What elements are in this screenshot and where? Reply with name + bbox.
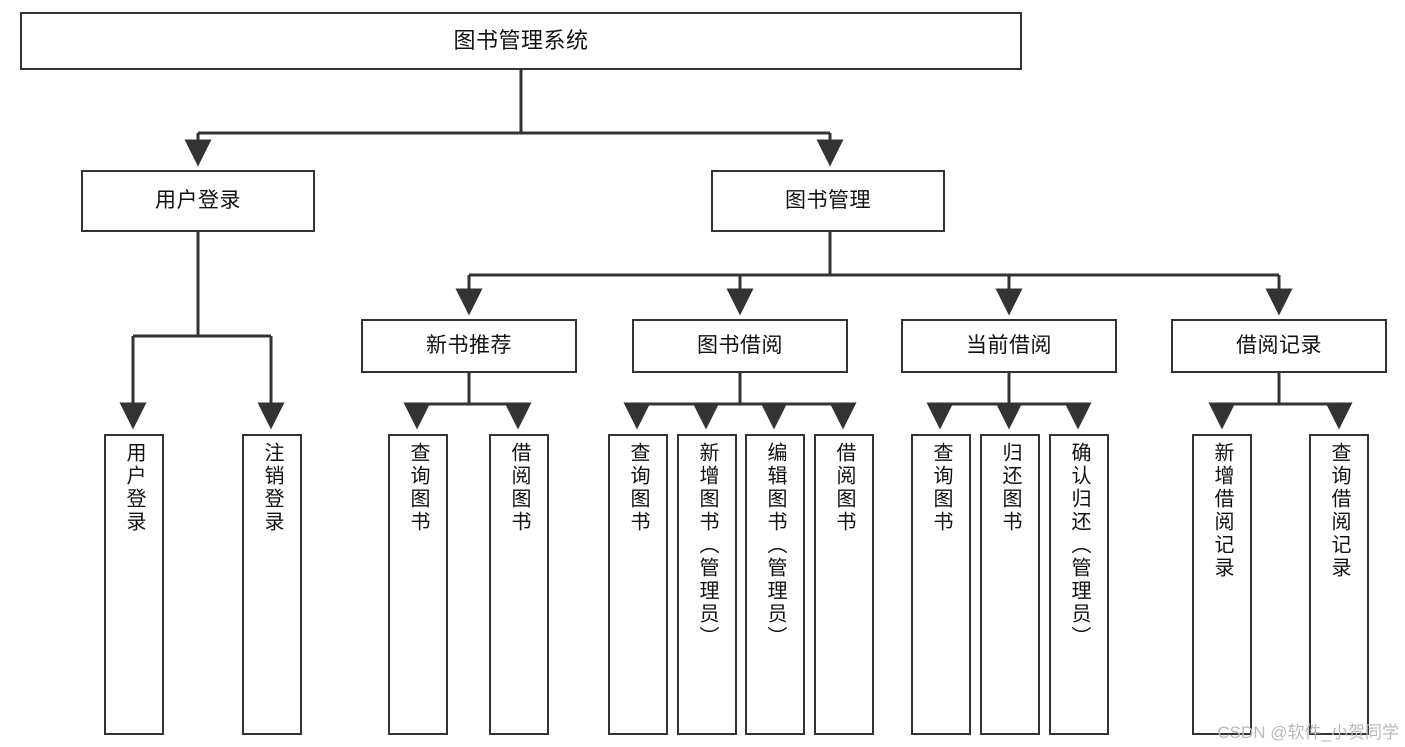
node-new-book-recommend[interactable]: 新书推荐 — [361, 319, 577, 373]
node-leaf-edit-book-label: 编辑图书（管理员） — [764, 442, 786, 649]
node-leaf-query-book-c-label: 查询图书 — [930, 442, 952, 534]
node-root-label: 图书管理系统 — [453, 28, 589, 54]
node-leaf-query-record-label: 查询借阅记录 — [1328, 442, 1350, 580]
node-leaf-edit-book[interactable]: 编辑图书（管理员） — [745, 434, 805, 735]
node-leaf-borrow-book-a[interactable]: 借阅图书 — [489, 434, 549, 735]
node-leaf-add-book-label: 新增图书（管理员） — [696, 442, 718, 649]
node-book-borrow-label: 图书借阅 — [697, 333, 783, 357]
node-leaf-user-login-label: 用户登录 — [123, 442, 145, 534]
node-leaf-confirm-return-label: 确认归还（管理员） — [1068, 442, 1090, 649]
node-borrow-record[interactable]: 借阅记录 — [1171, 319, 1387, 373]
node-leaf-borrow-book-b-label: 借阅图书 — [833, 442, 855, 534]
node-current-borrow-label: 当前借阅 — [966, 333, 1052, 357]
node-leaf-return-book[interactable]: 归还图书 — [980, 434, 1040, 735]
node-user-login[interactable]: 用户登录 — [81, 170, 315, 232]
node-leaf-query-record[interactable]: 查询借阅记录 — [1309, 434, 1369, 735]
node-root[interactable]: 图书管理系统 — [20, 12, 1022, 70]
node-book-manage-label: 图书管理 — [785, 188, 871, 212]
node-leaf-confirm-return[interactable]: 确认归还（管理员） — [1049, 434, 1109, 735]
node-current-borrow[interactable]: 当前借阅 — [901, 319, 1117, 373]
node-leaf-logout[interactable]: 注销登录 — [242, 434, 302, 735]
watermark: CSDN @软件_小贺同学 — [1217, 723, 1399, 742]
node-leaf-query-book-b-label: 查询图书 — [627, 442, 649, 534]
node-leaf-add-book[interactable]: 新增图书（管理员） — [677, 434, 737, 735]
node-leaf-logout-label: 注销登录 — [261, 442, 283, 534]
node-leaf-query-book-c[interactable]: 查询图书 — [911, 434, 971, 735]
node-leaf-borrow-book-b[interactable]: 借阅图书 — [814, 434, 874, 735]
node-leaf-query-book-a[interactable]: 查询图书 — [388, 434, 448, 735]
node-leaf-query-book-b[interactable]: 查询图书 — [608, 434, 668, 735]
node-leaf-return-book-label: 归还图书 — [999, 442, 1021, 534]
node-leaf-add-record[interactable]: 新增借阅记录 — [1192, 434, 1252, 735]
node-user-login-label: 用户登录 — [155, 188, 241, 212]
node-book-manage[interactable]: 图书管理 — [711, 170, 945, 232]
node-leaf-borrow-book-a-label: 借阅图书 — [508, 442, 530, 534]
node-new-book-recommend-label: 新书推荐 — [426, 333, 512, 357]
node-book-borrow[interactable]: 图书借阅 — [632, 319, 848, 373]
node-leaf-add-record-label: 新增借阅记录 — [1211, 442, 1233, 580]
node-leaf-user-login[interactable]: 用户登录 — [104, 434, 164, 735]
node-borrow-record-label: 借阅记录 — [1236, 333, 1322, 357]
node-leaf-query-book-a-label: 查询图书 — [407, 442, 429, 534]
